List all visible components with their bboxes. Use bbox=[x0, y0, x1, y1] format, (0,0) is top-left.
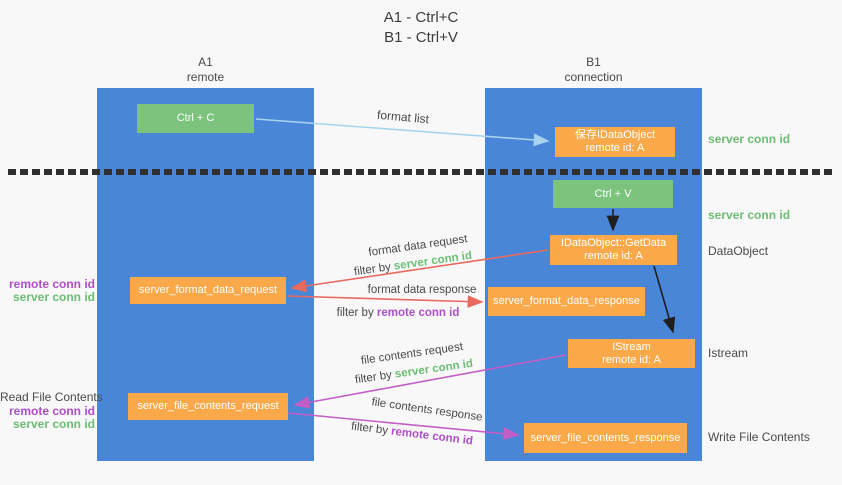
getdata-line1: IDataObject::GetData bbox=[560, 237, 667, 249]
save-idataobject-node: 保存IDataObject remote id: A bbox=[555, 127, 675, 157]
server-conn-id-annotation-1: server conn id bbox=[12, 290, 95, 304]
server-format-data-response-label: server_format_data_response bbox=[493, 295, 640, 307]
ctrl-c-node: Ctrl + C bbox=[137, 104, 254, 133]
filter-by-text: filter by bbox=[354, 369, 393, 387]
server-conn-id-annotation-mid: server conn id bbox=[708, 208, 791, 222]
ctrl-c-label: Ctrl + C bbox=[176, 112, 215, 124]
phase-separator-dotted-line bbox=[8, 169, 836, 175]
read-file-contents-annotation: Read File Contents bbox=[0, 390, 103, 404]
format-data-response-arrow bbox=[286, 295, 484, 308]
server-file-contents-request-label: server_file_contents_request bbox=[137, 400, 279, 412]
diagram-title: A1 - Ctrl+C B1 - Ctrl+V bbox=[0, 8, 842, 48]
istream-line2: remote id: A bbox=[602, 353, 661, 366]
istream-node: IStream remote id: A bbox=[568, 339, 695, 368]
server-conn-id-annotation-top: server conn id bbox=[708, 132, 791, 146]
server-file-contents-response-node: server_file_contents_response bbox=[524, 423, 687, 453]
server-file-contents-response-label: server_file_contents_response bbox=[530, 431, 681, 444]
ctrl-v-label: Ctrl + V bbox=[594, 187, 632, 200]
format-list-label: format list bbox=[376, 107, 430, 127]
right-column-name: B1 bbox=[586, 55, 601, 69]
istream-annotation: Istream bbox=[708, 346, 749, 360]
remote-conn-id-annotation-1: remote conn id bbox=[8, 277, 95, 291]
remote-conn-id-text: remote conn id bbox=[376, 307, 460, 319]
file-contents-response-label: file contents response bbox=[370, 396, 484, 424]
idataobject-getdata-node: IDataObject::GetData remote id: A bbox=[550, 235, 677, 265]
write-file-contents-annotation: Write File Contents bbox=[708, 430, 810, 444]
remote-conn-id-text: remote conn id bbox=[390, 425, 474, 448]
right-column-header: B1 connection bbox=[485, 55, 702, 85]
right-column-role: connection bbox=[564, 70, 623, 84]
save-idataobject-line1: 保存IDataObject bbox=[574, 129, 656, 141]
save-idataobject-line2: remote id: A bbox=[585, 142, 645, 154]
filter-by-remote-conn-id-label-1: filter by remote conn id bbox=[337, 307, 460, 319]
getdata-line2: remote id: A bbox=[584, 250, 643, 262]
filter-by-text: filter by bbox=[336, 307, 374, 319]
filter-by-text: filter by bbox=[353, 261, 392, 279]
filter-by-text: filter by bbox=[350, 420, 389, 437]
filter-by-remote-conn-id-label-2: filter by remote conn id bbox=[350, 421, 473, 448]
server-conn-id-text: server conn id bbox=[394, 357, 474, 381]
format-data-response-label: format data response bbox=[367, 284, 477, 296]
server-format-data-response-node: server_format_data_response bbox=[488, 287, 645, 316]
ctrl-v-node: Ctrl + V bbox=[553, 180, 673, 208]
server-format-data-request-node: server_format_data_request bbox=[130, 277, 286, 304]
server-file-contents-request-node: server_file_contents_request bbox=[128, 393, 288, 420]
left-column-header: A1 remote bbox=[97, 55, 314, 85]
dataobject-annotation: DataObject bbox=[708, 244, 769, 258]
left-column-role: remote bbox=[186, 70, 225, 84]
title-line-1: A1 - Ctrl+C bbox=[383, 9, 459, 26]
remote-conn-id-annotation-2: remote conn id bbox=[8, 404, 95, 418]
istream-line1: IStream bbox=[612, 340, 651, 353]
server-conn-id-annotation-2: server conn id bbox=[12, 417, 95, 431]
server-format-data-request-label: server_format_data_request bbox=[138, 284, 278, 296]
title-line-2: B1 - Ctrl+V bbox=[384, 29, 458, 46]
left-column-name: A1 bbox=[198, 55, 213, 69]
